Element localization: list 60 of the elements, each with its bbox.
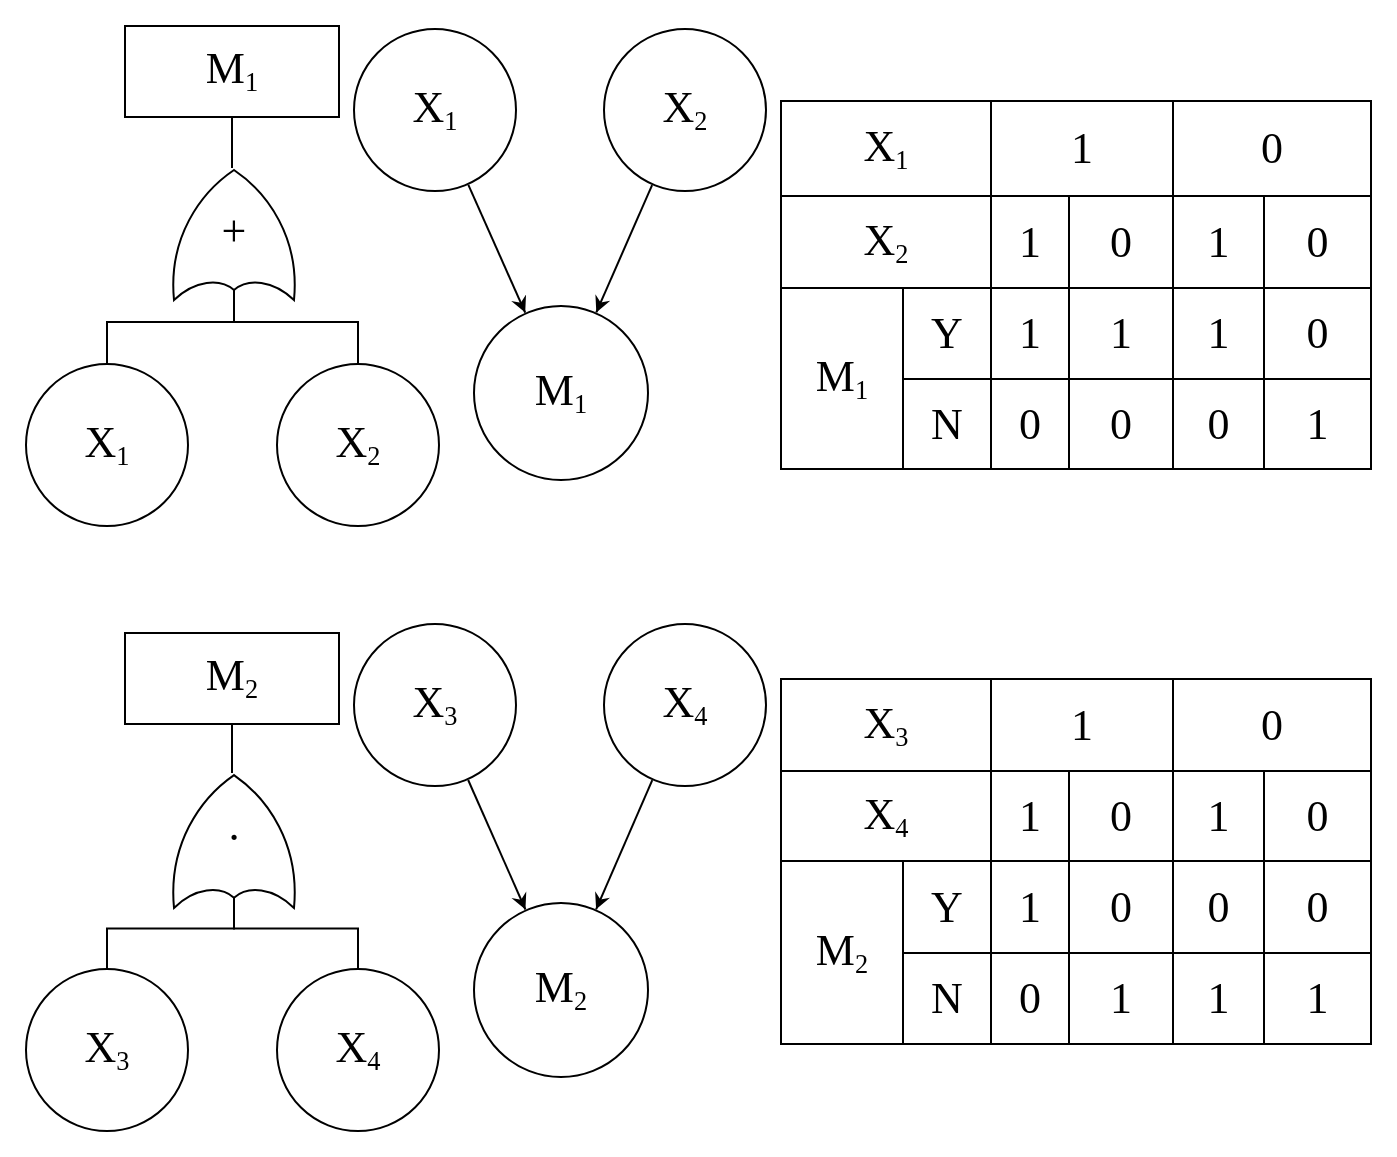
event-box — [124, 632, 340, 725]
node-label: M$_{1}$ — [205, 47, 259, 96]
table-cell: 0 — [1264, 861, 1371, 953]
node-label: X$_{4}$ — [335, 1025, 381, 1075]
table-cell: 0 — [1069, 379, 1173, 469]
table-cell: 1 — [1069, 288, 1173, 379]
table-cell: 1 — [1069, 953, 1173, 1044]
table-cell: 1 — [991, 771, 1069, 861]
node-label: X$_{1}$ — [84, 420, 130, 470]
table-cell: 1 — [1173, 196, 1264, 288]
table-cell: 1 — [1264, 379, 1371, 469]
table-cell: 0 — [1264, 771, 1371, 861]
arrow — [595, 779, 654, 911]
table-cell: M$_{1}$ — [781, 288, 903, 469]
arrow — [467, 779, 527, 911]
event-box — [124, 25, 340, 118]
table-cell: 1 — [991, 679, 1173, 771]
table-cell: 0 — [1069, 771, 1173, 861]
node-label: M$_{2}$ — [534, 965, 588, 1015]
table-cell: 1 — [991, 101, 1173, 196]
connector-line — [231, 724, 233, 774]
table-cell: M$_{2}$ — [781, 861, 903, 1044]
node-label: X$_{3}$ — [84, 1025, 130, 1075]
table-cell: 1 — [1173, 288, 1264, 379]
table-cell: X$_{4}$ — [781, 771, 991, 861]
node-label: X$_{2}$ — [662, 85, 708, 135]
table-cell: N — [903, 953, 991, 1044]
table-cell: 0 — [991, 953, 1069, 1044]
connector-line — [231, 117, 233, 169]
node-label: X$_{1}$ — [412, 85, 458, 135]
table-cell: X$_{3}$ — [781, 679, 991, 771]
node-label: X$_{3}$ — [412, 680, 458, 730]
arrow — [595, 184, 654, 314]
table-cell: 0 — [1173, 379, 1264, 469]
table-cell: 0 — [1173, 861, 1264, 953]
arrow — [467, 183, 527, 314]
table-cell: 0 — [1173, 679, 1371, 771]
node-label: X$_{4}$ — [662, 680, 708, 730]
table-cell: 0 — [1264, 288, 1371, 379]
table-cell: 1 — [991, 288, 1069, 379]
table-cell: 1 — [1264, 953, 1371, 1044]
table-cell: Y — [903, 861, 991, 953]
table-cell: N — [903, 379, 991, 469]
node-label: M$_{1}$ — [534, 368, 588, 418]
table-cell: 0 — [1069, 861, 1173, 953]
table-cell: X$_{1}$ — [781, 101, 991, 196]
table-cell: 0 — [1264, 196, 1371, 288]
table-cell: 0 — [991, 379, 1069, 469]
table-cell: 1 — [991, 196, 1069, 288]
table-cell: Y — [903, 288, 991, 379]
table-cell: 0 — [1173, 101, 1371, 196]
gate-sign: · — [226, 816, 242, 860]
table-cell: 1 — [1173, 771, 1264, 861]
node-label: X$_{2}$ — [335, 420, 381, 470]
table-cell: 0 — [1069, 196, 1173, 288]
gate-sign: + — [221, 209, 247, 254]
table-cell: 1 — [1173, 953, 1264, 1044]
table-cell: X$_{2}$ — [781, 196, 991, 288]
table-cell: 1 — [991, 861, 1069, 953]
node-label: M$_{2}$ — [205, 654, 259, 703]
